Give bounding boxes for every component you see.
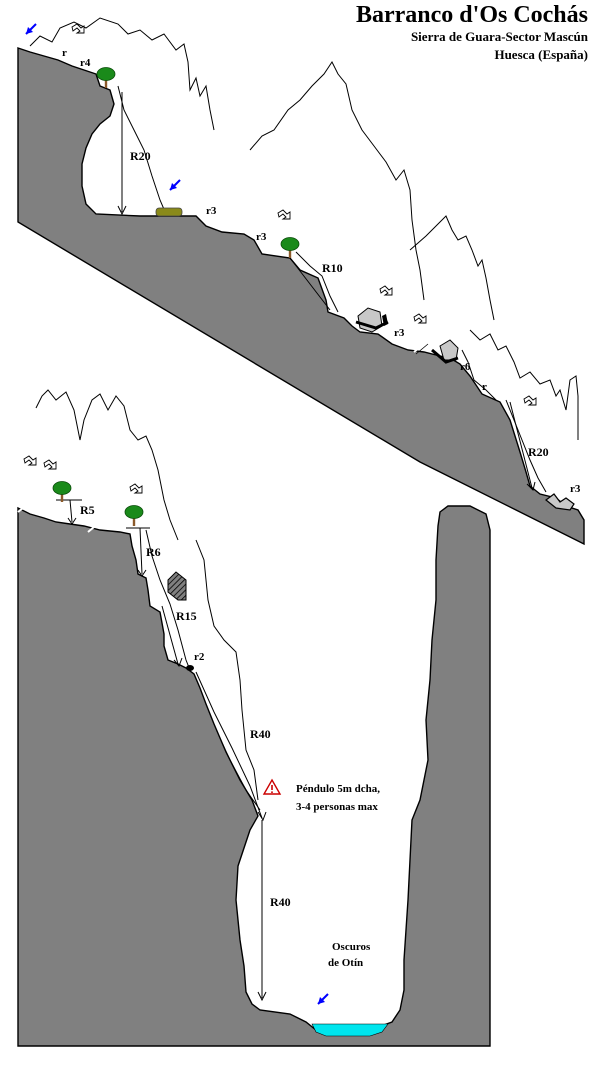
label-R6: R6 (146, 545, 161, 559)
label-r3-fourth: r3 (570, 483, 581, 495)
lower-canyon-wall-right (195, 539, 259, 801)
exit-label-line-1: Oscuros (332, 941, 371, 953)
anchor-r2 (186, 665, 194, 671)
rope-R5-head (67, 517, 77, 525)
upper-cliff-outline-peak (249, 61, 425, 301)
upper-boulders-bottom (545, 493, 575, 511)
upper-anchor-r3 (382, 314, 388, 326)
upper-cliff-outline-left (29, 17, 215, 131)
tree-R5 (52, 481, 72, 503)
label-r-start: r (62, 47, 67, 59)
label-r3-second: r3 (256, 231, 267, 243)
label-r3-third: r3 (394, 327, 405, 339)
exit-label-line-2: de Otín (328, 957, 363, 969)
rope-R6 (139, 527, 143, 575)
warning-text-line-2: 3-4 personas max (296, 801, 378, 813)
flow-arrow-lower-3 (129, 483, 143, 494)
warning-icon (262, 778, 282, 795)
exit-pool-water (311, 1023, 389, 1037)
lower-rock-left (17, 505, 491, 1047)
diagram-subtitle-region: Sierra de Guara-Sector Mascún (410, 29, 588, 44)
upper-canyon-wall-right-of-r6 (461, 349, 497, 401)
label-R20-lower: R20 (528, 445, 549, 459)
label-R20-upper: R20 (130, 149, 151, 163)
passage-break-lower-1 (17, 503, 29, 513)
flow-arrow-2 (277, 209, 291, 220)
warning-text-line-1: Péndulo 5m dcha, (296, 783, 380, 795)
rope-R40-lower-head (257, 991, 267, 1002)
label-R5: R5 (80, 503, 95, 517)
tree-R6 (124, 505, 144, 527)
entry-arrow-start (25, 23, 37, 35)
flow-arrow-4 (413, 313, 427, 324)
tree-r3 (280, 237, 300, 259)
upper-rock-profile (17, 47, 585, 546)
rope-R40-upper (195, 671, 263, 819)
lower-cliff-outline-top (35, 389, 179, 541)
rope-R20-lower-head (526, 481, 536, 491)
flow-arrow-3 (379, 285, 393, 296)
passage-break-r3 (413, 341, 427, 353)
label-R15: R15 (176, 609, 197, 623)
rope-R15-head (173, 657, 183, 667)
label-R40-upper: R40 (250, 727, 271, 741)
flow-arrow-lower-2 (43, 459, 57, 470)
label-r3-first: r3 (206, 205, 217, 217)
upper-boulder-r6 (439, 339, 459, 361)
rope-R10 (289, 257, 331, 311)
upper-cliff-outline-right (409, 215, 495, 321)
upper-bush-r20 (155, 207, 183, 217)
entry-arrow-alt (169, 179, 181, 191)
upper-canyon-wall-mid (295, 251, 339, 313)
exit-arrow (317, 993, 329, 1005)
rope-R15 (161, 605, 179, 665)
flow-arrow-5 (523, 395, 537, 406)
upper-section: r r4 R20 r3 r3 R10 r3 r6 r R20 r3 (17, 17, 585, 546)
passage-break-lower-2 (87, 521, 101, 533)
rope-R6-head (137, 569, 147, 577)
label-r6: r6 (460, 361, 471, 373)
upper-canyon-wall-left (117, 85, 167, 215)
lower-boulder-hatched (167, 571, 187, 601)
label-r2: r2 (194, 651, 205, 663)
diagram-title: Barranco d'Os Cochás (355, 2, 588, 28)
flow-arrow-lower-1 (23, 455, 37, 466)
rope-R20-lower (509, 401, 533, 489)
rope-R5 (69, 499, 73, 523)
upper-shelf-r6 (431, 348, 459, 364)
rope-R40-upper-head (257, 811, 267, 822)
diagram-subtitle-province: Huesca (España) (494, 47, 588, 62)
flow-arrow-1 (71, 23, 85, 34)
passage-break-r3-edge (415, 343, 429, 355)
lower-section: R5 R6 R15 r2 R40 R40 Péndulo 5m dcha, 3-… (17, 389, 491, 1047)
label-r4: r4 (80, 57, 91, 69)
upper-cliff-outline-far (469, 329, 579, 440)
label-R40-lower: R40 (270, 895, 291, 909)
label-R10: R10 (322, 261, 343, 275)
rope-R20-upper-head (117, 205, 127, 216)
label-r-mid: r (482, 381, 487, 393)
upper-canyon-wall-low (505, 399, 547, 493)
